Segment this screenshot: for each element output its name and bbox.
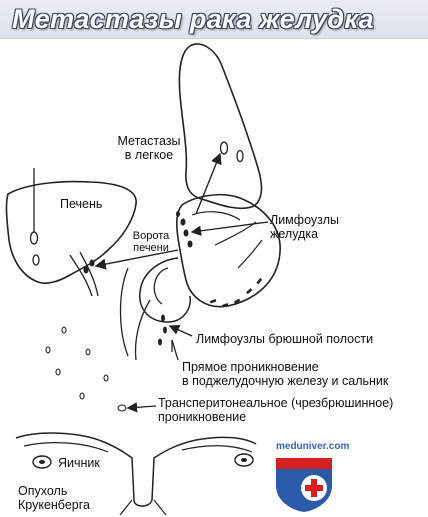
lung-metastasis-spot-2 — [236, 149, 244, 163]
label-abdominal-lymph-nodes: Лимфоузлы брюшной полости — [196, 332, 374, 346]
arrow-stomach-nodes — [190, 221, 269, 236]
duodenum-shape — [139, 257, 191, 323]
ovary-left — [32, 455, 52, 469]
label-porta-hepatis: Ворота печени — [132, 230, 170, 254]
label-ovary: Яичник — [58, 456, 100, 470]
label-transperitoneal: Трансперитонеальное (чрезбрюшинное) прон… — [158, 396, 394, 424]
liver-metastasis-spot-2 — [32, 254, 40, 266]
meduniver-badge-icon — [271, 445, 337, 512]
watermark-text: meduniver.com — [276, 441, 350, 452]
stomach-lymph-nodes — [83, 211, 193, 274]
label-krukenberg-tumor: Опухоль Крукенберга — [18, 484, 90, 512]
arrow-direct — [171, 339, 179, 361]
label-liver: Печень — [60, 197, 103, 211]
lung-shape — [178, 43, 263, 210]
ovary-right — [234, 453, 254, 467]
label-stomach-lymph-nodes: Лимфоузлы желудка — [270, 213, 339, 241]
arrow-abdominal-nodes — [168, 325, 193, 337]
liver-metastasis-spot — [29, 231, 39, 245]
stomach-shape — [176, 193, 281, 308]
abdominal-lymph-nodes — [158, 278, 263, 346]
arrow-to-porta — [94, 249, 179, 270]
uterus-shape — [15, 432, 257, 507]
lung-metastasis-spot — [219, 141, 229, 155]
arrow-to-lung — [195, 152, 222, 215]
peritoneal-nodules — [45, 326, 109, 400]
arrow-transperitoneal — [126, 402, 157, 413]
label-direct-invasion: Прямое проникновение в поджелудочную жел… — [182, 360, 389, 388]
page-title: Метастазы рака желудка — [12, 4, 374, 34]
title-bar: Метастазы рака желудка — [0, 0, 428, 39]
label-lung-metastasis: Метастазы в легкое — [117, 134, 181, 162]
